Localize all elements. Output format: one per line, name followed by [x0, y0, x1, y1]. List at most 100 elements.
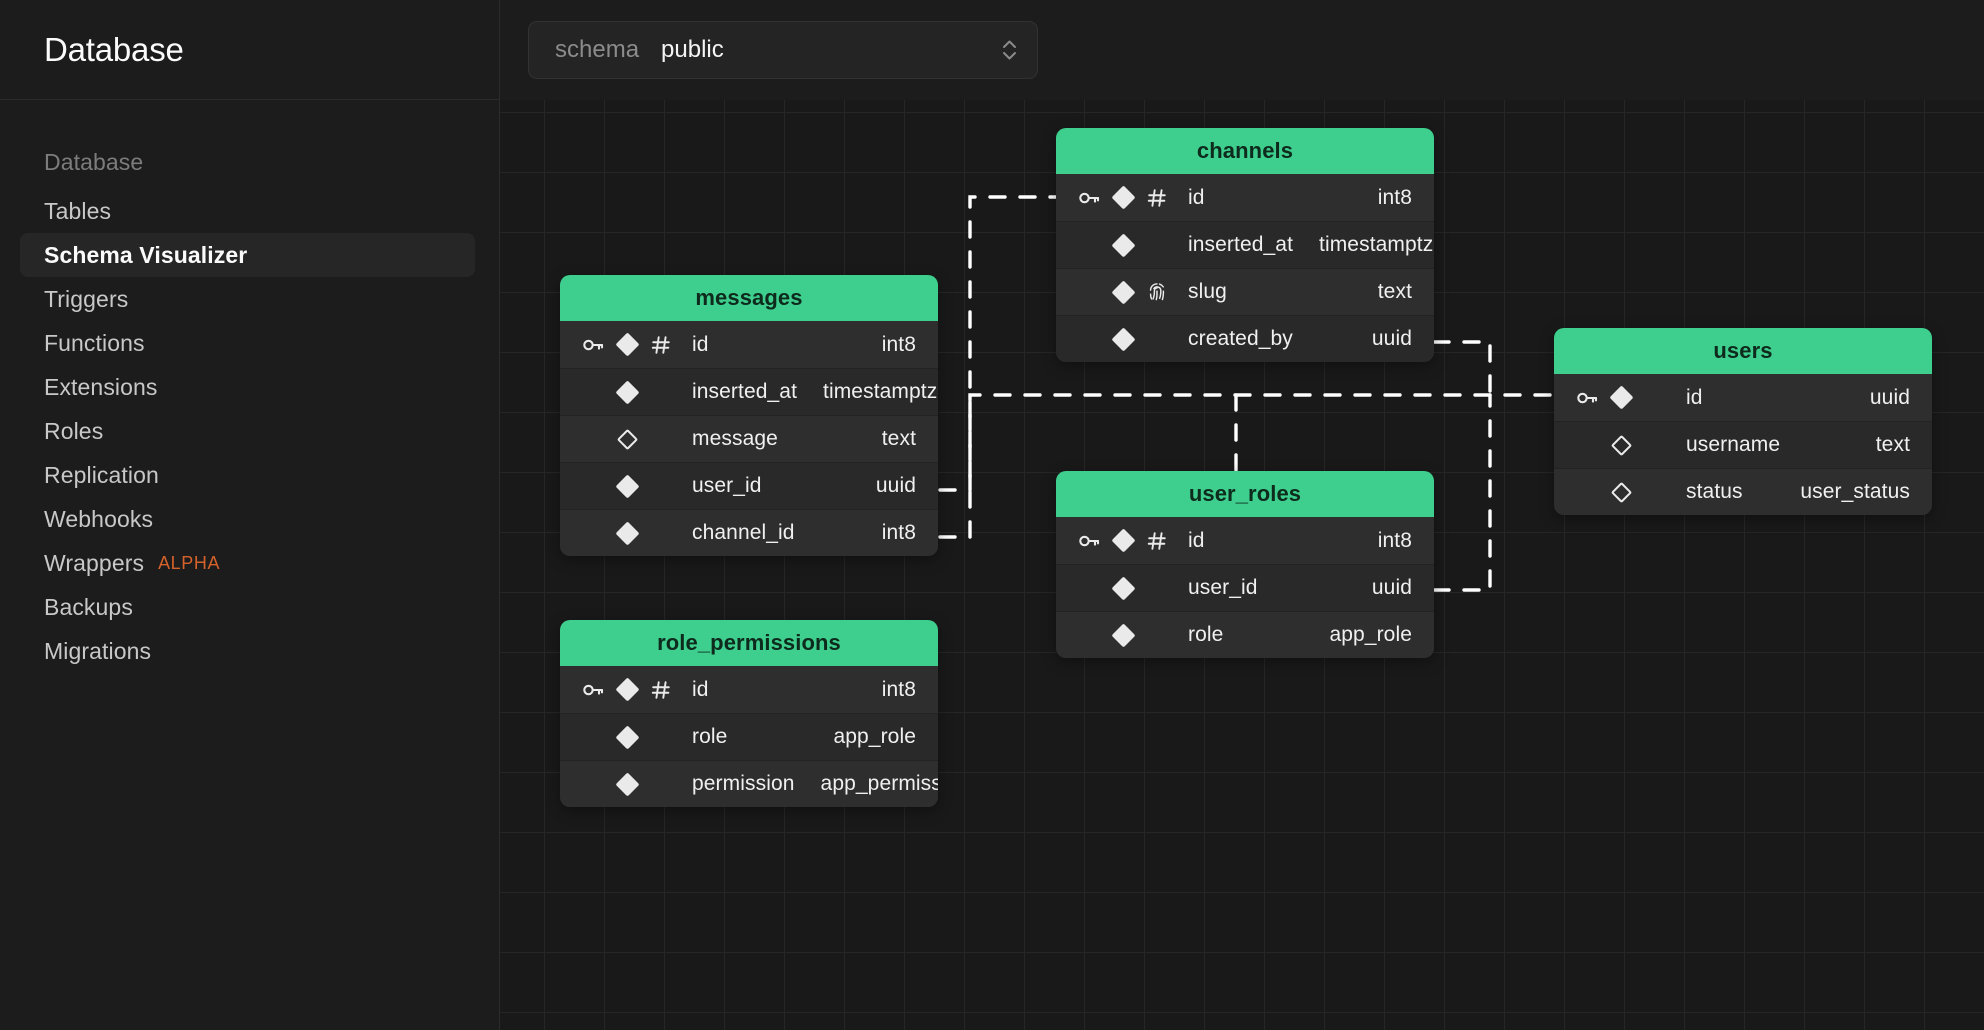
- sidebar-item-badge: ALPHA: [158, 552, 221, 573]
- sidebar-item-wrappers[interactable]: Wrappers ALPHA: [20, 541, 475, 585]
- table-node-title: users: [1554, 328, 1932, 374]
- column-name: user_id: [1188, 576, 1258, 599]
- table-node-messages[interactable]: messages id int8 inserted_at timestamptz…: [560, 275, 938, 556]
- schema-select[interactable]: schema public: [528, 21, 1038, 79]
- not-null-diamond-icon: [1108, 185, 1138, 210]
- column-name: permission: [692, 772, 795, 795]
- primary-key-icon: [1572, 386, 1602, 410]
- table-node-body: id uuid username text status user_status: [1554, 374, 1932, 515]
- sidebar-item-label: Replication: [44, 461, 159, 488]
- sidebar-item-schema-visualizer[interactable]: Schema Visualizer: [20, 233, 475, 277]
- column-type: text: [1377, 280, 1412, 303]
- sidebar-item-webhooks[interactable]: Webhooks: [20, 497, 475, 541]
- column-name: id: [692, 332, 709, 356]
- table-column-row[interactable]: slug text: [1056, 268, 1434, 315]
- sidebar-item-extensions[interactable]: Extensions: [20, 365, 475, 409]
- sidebar-item-tables[interactable]: Tables: [20, 189, 475, 233]
- not-null-diamond-icon: [612, 520, 642, 546]
- table-column-row[interactable]: status user_status: [1554, 468, 1932, 515]
- table-node-users[interactable]: users id uuid username text status user_…: [1554, 328, 1932, 515]
- schema-canvas[interactable]: messages id int8 inserted_at timestamptz…: [500, 100, 1984, 1030]
- column-name: inserted_at: [1188, 233, 1294, 256]
- sidebar-section-label: Database: [44, 149, 144, 175]
- chevron-up-down-icon: [1000, 37, 1019, 63]
- unique-constraint-icon: [1142, 281, 1172, 303]
- sidebar-item-replication[interactable]: Replication: [20, 453, 475, 497]
- table-column-row[interactable]: inserted_at timestamptz: [560, 368, 938, 415]
- sidebar-item-label: Roles: [44, 417, 104, 444]
- nullable-diamond-icon: [612, 428, 642, 450]
- sidebar-item-label: Webhooks: [44, 505, 154, 532]
- table-node-body: id int8 user_id uuid role app_role: [1056, 517, 1434, 658]
- table-column-row[interactable]: id int8: [560, 321, 938, 368]
- not-null-diamond-icon: [612, 724, 642, 750]
- table-node-title: channels: [1056, 128, 1434, 174]
- column-type: text: [1875, 433, 1910, 456]
- not-null-diamond-icon: [612, 332, 642, 357]
- column-name: role: [1188, 623, 1224, 646]
- column-name: user_id: [692, 474, 762, 497]
- sidebar-item-label: Triggers: [44, 285, 129, 312]
- table-column-row[interactable]: id int8: [560, 666, 938, 713]
- not-null-diamond-icon: [1108, 622, 1138, 648]
- table-column-row[interactable]: role app_role: [560, 713, 938, 760]
- toolbar: schema public: [500, 0, 1984, 100]
- column-type: app_role: [1329, 623, 1412, 646]
- column-type: uuid: [1371, 327, 1412, 350]
- column-name: role: [692, 725, 728, 748]
- nullable-diamond-icon: [1606, 434, 1636, 456]
- numeric-type-icon: [1142, 187, 1172, 209]
- not-null-diamond-icon: [1108, 528, 1138, 553]
- page-title: Database: [44, 30, 184, 68]
- column-type: uuid: [875, 474, 916, 497]
- not-null-diamond-icon: [612, 473, 642, 499]
- nullable-diamond-icon: [1606, 481, 1636, 503]
- table-column-row[interactable]: id int8: [1056, 174, 1434, 221]
- table-column-row[interactable]: inserted_at timestamptz: [1056, 221, 1434, 268]
- primary-key-icon: [1074, 186, 1104, 210]
- not-null-diamond-icon: [1108, 232, 1138, 258]
- table-column-row[interactable]: created_by uuid: [1056, 315, 1434, 362]
- table-column-row[interactable]: id uuid: [1554, 374, 1932, 421]
- column-type: int8: [1377, 528, 1412, 552]
- table-column-row[interactable]: user_id uuid: [560, 462, 938, 509]
- sidebar-item-functions[interactable]: Functions: [20, 321, 475, 365]
- numeric-type-icon: [1142, 530, 1172, 552]
- column-type: int8: [881, 521, 916, 544]
- table-column-row[interactable]: channel_id int8: [560, 509, 938, 556]
- column-type: app_permission: [820, 772, 938, 795]
- table-column-row[interactable]: id int8: [1056, 517, 1434, 564]
- sidebar-item-label: Functions: [44, 329, 145, 356]
- column-name: slug: [1188, 280, 1227, 303]
- column-name: status: [1686, 480, 1743, 503]
- not-null-diamond-icon: [1108, 575, 1138, 601]
- table-node-role_permissions[interactable]: role_permissions id int8 role app_role p…: [560, 620, 938, 807]
- sidebar-item-roles[interactable]: Roles: [20, 409, 475, 453]
- column-type: int8: [1377, 185, 1412, 209]
- column-name: username: [1686, 433, 1781, 456]
- table-column-row[interactable]: message text: [560, 415, 938, 462]
- sidebar-item-migrations[interactable]: Migrations: [20, 629, 475, 673]
- table-column-row[interactable]: user_id uuid: [1056, 564, 1434, 611]
- not-null-diamond-icon: [612, 771, 642, 797]
- sidebar-item-label: Wrappers: [44, 549, 145, 576]
- sidebar-item-triggers[interactable]: Triggers: [20, 277, 475, 321]
- table-column-row[interactable]: permission app_permission: [560, 760, 938, 807]
- schema-select-label: schema: [555, 36, 640, 63]
- primary-key-icon: [578, 678, 608, 702]
- sidebar-item-backups[interactable]: Backups: [20, 585, 475, 629]
- table-node-user_roles[interactable]: user_roles id int8 user_id uuid role: [1056, 471, 1434, 658]
- table-column-row[interactable]: username text: [1554, 421, 1932, 468]
- column-type: timestamptz: [1319, 233, 1434, 256]
- column-type: app_role: [833, 725, 916, 748]
- not-null-diamond-icon: [612, 677, 642, 702]
- column-type: int8: [881, 677, 916, 701]
- column-type: user_status: [1800, 480, 1910, 503]
- table-column-row[interactable]: role app_role: [1056, 611, 1434, 658]
- not-null-diamond-icon: [1108, 279, 1138, 305]
- column-type: uuid: [1869, 385, 1910, 409]
- table-node-channels[interactable]: channels id int8 inserted_at timestamptz: [1056, 128, 1434, 362]
- column-name: id: [1188, 185, 1205, 209]
